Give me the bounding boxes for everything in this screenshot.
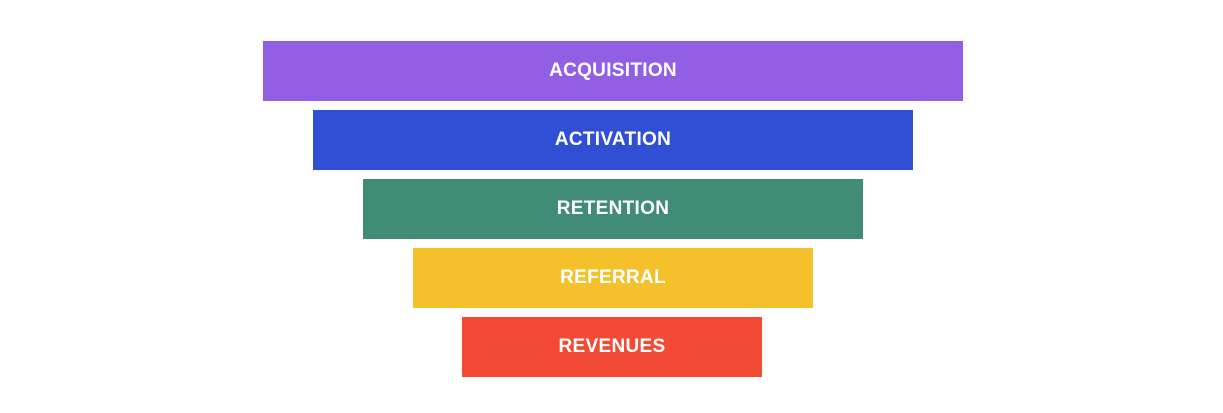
funnel-stage-acquisition: ACQUISITION (263, 41, 963, 101)
funnel-stage-label: RETENTION (556, 198, 670, 219)
funnel-stage-label: REVENUES (558, 336, 666, 357)
funnel-stage-retention: RETENTION (363, 179, 863, 239)
funnel-stage-label: ACQUISITION (549, 60, 677, 81)
funnel-stage-referral: REFERRAL (413, 248, 813, 308)
funnel-stage-label: ACTIVATION (554, 129, 672, 150)
funnel-stage-activation: ACTIVATION (313, 110, 913, 170)
funnel-stage-revenues: REVENUES (462, 317, 762, 377)
funnel-stage-label: REFERRAL (560, 267, 666, 288)
